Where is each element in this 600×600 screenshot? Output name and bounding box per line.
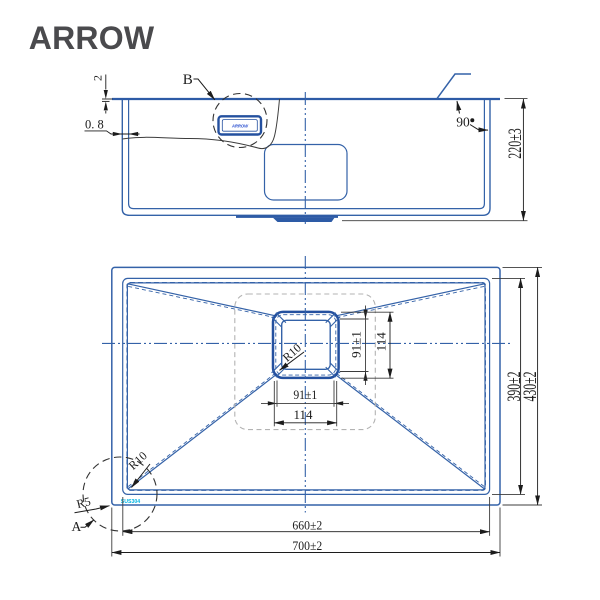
svg-text:430±2: 430±2 [520, 371, 540, 401]
svg-text:2: 2 [91, 75, 105, 81]
svg-text:B: B [183, 72, 193, 88]
svg-text:390±2: 390±2 [505, 371, 525, 401]
svg-text:660±2: 660±2 [292, 518, 322, 533]
svg-text:114: 114 [374, 332, 389, 352]
svg-text:91±1: 91±1 [293, 387, 317, 402]
svg-text:91±1: 91±1 [348, 331, 363, 358]
svg-text:R5: R5 [75, 494, 92, 511]
svg-text:SUS304: SUS304 [121, 499, 140, 505]
svg-text:0. 8: 0. 8 [85, 118, 104, 132]
svg-text:ARROW: ARROW [231, 123, 249, 128]
svg-text:220±3: 220±3 [505, 128, 525, 159]
svg-text:A: A [72, 519, 82, 534]
svg-text:700±2: 700±2 [292, 538, 322, 553]
svg-text:ARROW: ARROW [29, 20, 155, 56]
svg-text:90: 90 [456, 114, 470, 129]
svg-text:114: 114 [293, 407, 313, 422]
